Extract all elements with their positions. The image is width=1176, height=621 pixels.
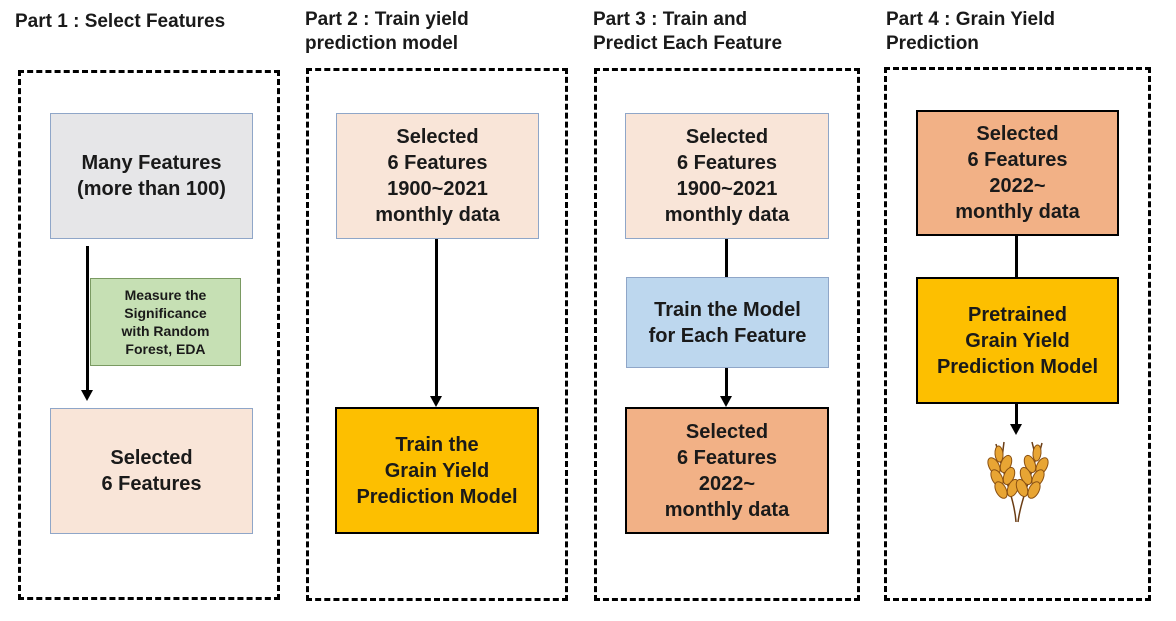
part3-predicted-data-box: Selected 6 Features 2022~ monthly data (625, 407, 829, 534)
part3-selected-data-box: Selected 6 Features 1900~2021 monthly da… (625, 113, 829, 239)
part4-title: Part 4 : Grain Yield Prediction (886, 9, 1055, 54)
part3-connector-top (725, 239, 728, 277)
part3-title: Part 3 : Train and Predict Each Feature (593, 9, 783, 54)
part4-arrowhead (1010, 424, 1022, 435)
part3-arrowhead (720, 396, 732, 407)
part2-connector (435, 239, 438, 397)
part4-selected-data-box: Selected 6 Features 2022~ monthly data (916, 110, 1119, 236)
part1-connector (86, 246, 89, 392)
part4-connector-top (1015, 236, 1018, 277)
part2-arrowhead (430, 396, 442, 407)
part1-selected-features-box: Selected 6 Features (50, 408, 253, 534)
part4-connector-bottom (1015, 404, 1018, 426)
train-each-feature-box: Train the Model for Each Feature (626, 277, 829, 368)
many-features-box: Many Features (more than 100) (50, 113, 253, 239)
part2-selected-data-box: Selected 6 Features 1900~2021 monthly da… (336, 113, 539, 239)
wheat-icon (987, 441, 1049, 523)
part1-panel (18, 70, 280, 600)
part2-title: Part 2 : Train yield prediction model (305, 9, 469, 54)
part1-title: Part 1 : Select Features (15, 11, 226, 32)
part1-arrowhead (81, 390, 93, 401)
pretrained-model-box: Pretrained Grain Yield Prediction Model (916, 277, 1119, 404)
train-grain-yield-box: Train the Grain Yield Prediction Model (335, 407, 539, 534)
part4-panel (884, 67, 1151, 601)
part2-panel (306, 68, 568, 601)
part3-panel (594, 68, 860, 601)
significance-note: Measure the Significance with Random For… (90, 278, 241, 366)
part3-connector-bottom (725, 368, 728, 396)
